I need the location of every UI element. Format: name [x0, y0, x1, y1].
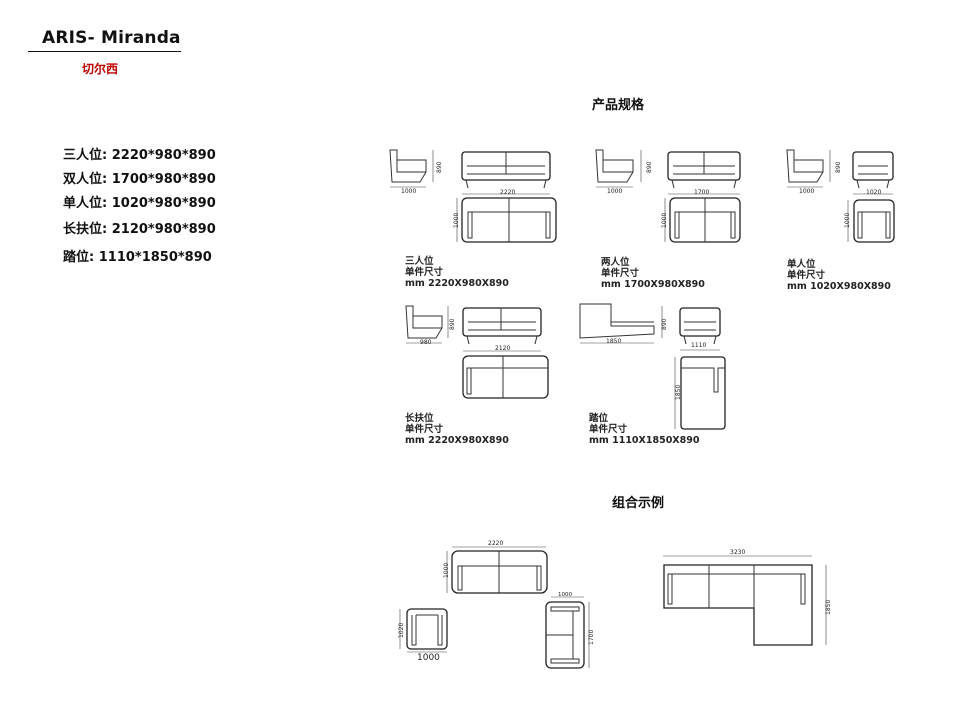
combo-right-sectional: 3230 1850 — [663, 549, 832, 646]
caption-unit: 单件尺寸 — [405, 424, 444, 435]
chaise-front-view: 1110 — [679, 307, 721, 351]
caption-name: 三人位 — [405, 256, 434, 267]
dim-width: 2120 — [495, 345, 510, 352]
spec-two-seat: 双人位: 1700*980*890 — [63, 172, 216, 187]
combo-left-chair: 1020 1000 — [398, 608, 448, 663]
caption-three-seat: 三人位 单件尺寸 mm 2220X980X890 — [405, 256, 509, 289]
three-seat-side-view: 1000 890 — [389, 149, 443, 195]
dim-depth: 1000 — [799, 188, 814, 195]
spec-long-arm: 长扶位: 2120*980*890 — [63, 222, 216, 237]
dim-height: 890 — [646, 161, 653, 173]
dim-plan-depth: 1000 — [453, 213, 460, 228]
title-underline — [28, 51, 181, 52]
caption-name: 长扶位 — [405, 413, 434, 424]
combo-left-sofa: 2220 1000 — [443, 540, 548, 594]
dim-plan-depth: 1850 — [675, 385, 682, 400]
three-seat-plan-view: 1000 — [453, 197, 557, 243]
caption-name: 踏位 — [589, 413, 609, 424]
dim-plan-depth: 1000 — [661, 213, 668, 228]
dim-depth: 1020 — [398, 623, 405, 638]
dim-height: 890 — [449, 318, 456, 330]
caption-unit: 单件尺寸 — [601, 268, 640, 279]
dim-height: 890 — [661, 318, 668, 330]
dim-plan-depth: 1000 — [844, 213, 851, 228]
caption-chaise: 踏位 单件尺寸 mm 1110X1850X890 — [589, 413, 699, 446]
caption-unit: 单件尺寸 — [405, 267, 444, 278]
caption-name: 单人位 — [787, 259, 816, 270]
caption-unit: 单件尺寸 — [589, 424, 628, 435]
dim-depth: 1000 — [443, 563, 450, 578]
caption-name: 两人位 — [601, 257, 630, 268]
dim-width: 1020 — [866, 189, 881, 196]
single-seat-front-view: 1020 — [852, 151, 894, 196]
caption-size: mm 1110X1850X890 — [589, 435, 700, 446]
two-seat-front-view: 1700 — [667, 151, 741, 196]
long-arm-plan-view — [462, 355, 549, 399]
caption-single-seat: 单人位 单件尺寸 mm 1020X980X890 — [787, 259, 891, 292]
three-seat-front-view: 2220 — [461, 151, 551, 196]
dim-depth: 1000 — [401, 188, 416, 195]
dim-height: 890 — [436, 161, 443, 173]
dim-width: 1000 — [417, 653, 440, 663]
caption-size: mm 2220X980X890 — [405, 435, 509, 446]
dim-width: 1110 — [691, 342, 706, 349]
caption-size: mm 1020X980X890 — [787, 281, 891, 292]
spec-chaise: 踏位: 1110*1850*890 — [63, 250, 212, 265]
caption-long-arm: 长扶位 单件尺寸 mm 2220X980X890 — [405, 413, 509, 446]
dim-depth: 1850 — [825, 600, 832, 615]
dim-height: 890 — [835, 161, 842, 173]
dim-width: 1000 — [558, 592, 572, 598]
caption-size: mm 1700X980X890 — [601, 279, 705, 290]
section-title-product-specs: 产品规格 — [592, 98, 645, 113]
caption-unit: 单件尺寸 — [787, 270, 826, 281]
dim-width: 1700 — [694, 189, 709, 196]
two-seat-plan-view: 1000 — [661, 197, 741, 243]
chaise-side-view: 1850 890 — [579, 303, 668, 345]
dim-width: 2220 — [488, 540, 503, 547]
two-seat-side-view: 1000 890 — [595, 149, 653, 195]
dim-width: 3230 — [730, 549, 745, 556]
chaise-plan-view: 1850 — [674, 356, 726, 430]
single-seat-plan-view: 1000 — [844, 199, 895, 243]
dim-length: 1850 — [606, 338, 621, 345]
combo-left-loveseat: 1000 1700 — [545, 592, 595, 669]
long-arm-front-view: 2120 — [462, 307, 542, 352]
caption-two-seat: 两人位 单件尺寸 mm 1700X980X890 — [601, 257, 705, 290]
dim-width: 2220 — [500, 189, 515, 196]
section-title-combination: 组合示例 — [612, 496, 665, 511]
brand-subtitle: 切尔西 — [82, 62, 119, 76]
long-arm-side-view: 980 890 — [405, 305, 456, 346]
dim-depth: 980 — [420, 339, 432, 346]
single-seat-side-view: 1000 890 — [786, 149, 842, 195]
dim-depth: 1000 — [607, 188, 622, 195]
caption-size: mm 2220X980X890 — [405, 278, 509, 289]
brand-title: ARIS- Miranda — [42, 28, 181, 48]
spec-three-seat: 三人位: 2220*980*890 — [63, 148, 216, 163]
dim-length: 1700 — [588, 630, 595, 645]
spec-single-seat: 单人位: 1020*980*890 — [63, 196, 216, 211]
